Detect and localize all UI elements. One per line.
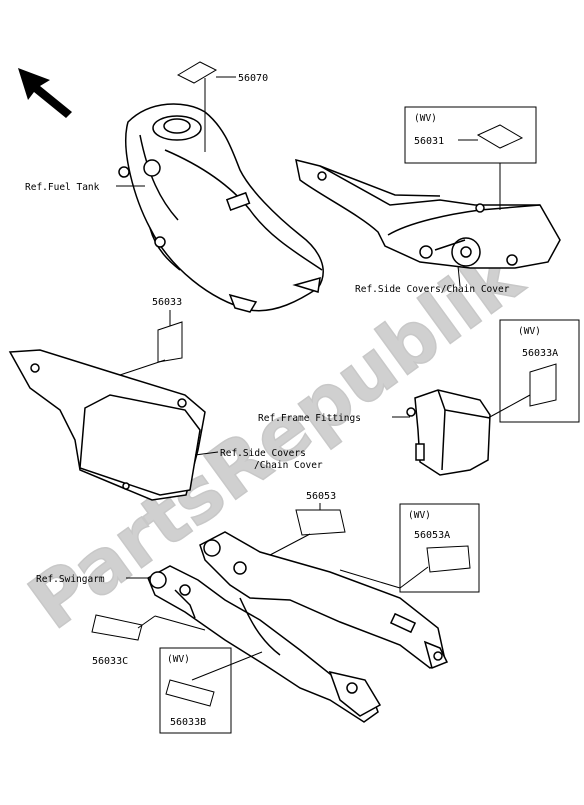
leader-56033C: [154, 615, 206, 631]
leader-56053A: [339, 569, 401, 589]
wv-tag-56033A: (WV): [518, 326, 541, 337]
part-number-56070: 56070: [238, 73, 268, 84]
part-number-56033: 56033: [152, 297, 182, 308]
fuel-tank-drawing: [118, 103, 324, 313]
label-sticker-56070: [176, 61, 218, 84]
leader-56033A: [487, 394, 531, 419]
side-cover-lower-drawing: [8, 349, 206, 501]
wv-tag-56033B: (WV): [167, 654, 190, 665]
swingarm-ref-label: Ref.Swingarm: [36, 574, 105, 585]
part-number-56033C: 56033C: [92, 656, 128, 667]
wv-tag-56031: (WV): [414, 113, 437, 124]
side-covers-ref-mid-label-2: /Chain Cover: [254, 460, 323, 471]
label-sticker-56053A: [426, 545, 471, 573]
wv-tag-56053A: (WV): [408, 510, 431, 521]
part-number-56033B: 56033B: [170, 717, 206, 728]
side-cover-upper-drawing: [295, 158, 561, 269]
leader-56053: [269, 533, 311, 556]
part-number-56053: 56053: [306, 491, 336, 502]
label-sticker-56033B: [165, 679, 215, 707]
part-number-56053A: 56053A: [414, 530, 450, 541]
label-sticker-56053: [295, 509, 346, 536]
front-direction-arrow-icon: [18, 68, 72, 118]
part-number-56033A: 56033A: [522, 348, 558, 359]
part-number-56031: 56031: [414, 136, 444, 147]
side-covers-ref-mid-label-1: Ref.Side Covers: [220, 448, 306, 459]
leader-56033B: [191, 651, 263, 681]
label-sticker-56033: [157, 321, 183, 363]
label-sticker-56033A: [529, 363, 557, 407]
gear-emblem-icon: [451, 237, 481, 267]
frame-fittings-bracket-drawing: [406, 389, 491, 476]
leader-56033: [119, 359, 166, 376]
side-covers-ref-top-label: Ref.Side Covers/Chain Cover: [355, 284, 510, 295]
label-sticker-56033C: [91, 614, 143, 641]
swingarm-drawing: [147, 531, 449, 723]
fuel-tank-ref-label: Ref.Fuel Tank: [25, 182, 100, 193]
label-sticker-56031: [476, 124, 524, 149]
frame-fittings-ref-label: Ref.Frame Fittings: [258, 413, 361, 424]
